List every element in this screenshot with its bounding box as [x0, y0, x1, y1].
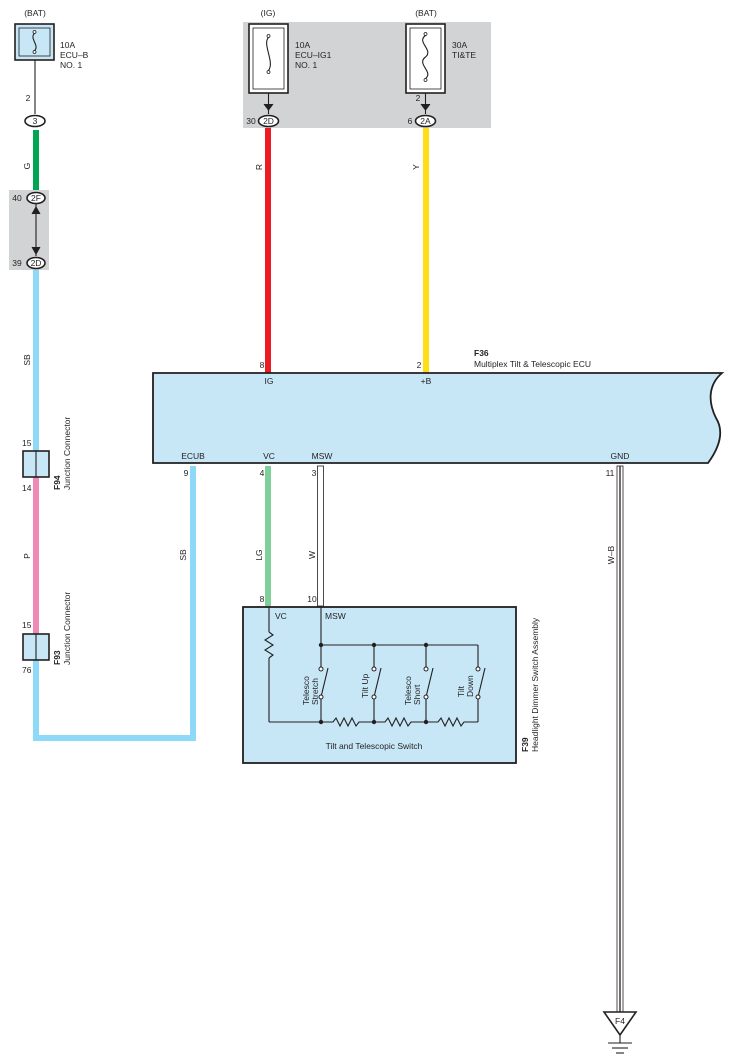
switch-label-3-line1: Telesco: [403, 676, 413, 705]
junction-connector-f94: 15 14 F94 Junction Connector: [22, 417, 72, 493]
pin-bot: 76: [22, 665, 32, 675]
ecu-pin-b-num: 2: [417, 360, 422, 370]
fuse-source: (BAT): [415, 8, 437, 18]
pin-top: 15: [22, 620, 32, 630]
fuse-source: (IG): [261, 8, 276, 18]
junction-name: Junction Connector: [62, 417, 72, 490]
switch-pin-vc-num: 8: [260, 594, 265, 604]
fuse-ecu-ig1: (IG) 10A ECU–IG1 NO. 1 30 2D: [246, 8, 332, 128]
switch-label-2-line1: Tilt Up: [360, 673, 370, 698]
jb-top-conn: 2F: [31, 193, 41, 203]
ground-label: F4: [615, 1016, 625, 1026]
pin-top: 15: [22, 438, 32, 448]
ground-icon: F4: [602, 1011, 638, 1054]
switch-id: F39: [520, 737, 530, 752]
fuse-pin: 2: [26, 93, 31, 103]
junction-connector-f93: 15 76 F93 Junction Connector: [22, 592, 72, 675]
ecu-pin-gnd-num: 11: [606, 468, 615, 478]
wire-label-r: R: [254, 164, 264, 170]
wire-label-sb: SB: [22, 354, 32, 366]
ecu-id: F36: [474, 348, 489, 358]
wire-label-sb2: SB: [178, 549, 188, 561]
wire-label-g: G: [22, 163, 32, 170]
ecu-name: Multiplex Tilt & Telescopic ECU: [474, 359, 591, 369]
fuse-name: TI&TE: [452, 50, 476, 60]
ecu-pin-vc-num: 4: [260, 468, 265, 478]
jb-bot-pin: 39: [12, 258, 22, 268]
fuse-pin-left: 6: [408, 116, 413, 126]
ecu-pin-gnd-label: GND: [611, 451, 630, 461]
jb-top-pin: 40: [12, 193, 22, 203]
fuse-pin: 2: [416, 93, 421, 103]
switch-assembly-f39: F39 Headlight Dimmer Switch Assembly Til…: [242, 594, 540, 764]
fuse-rating: 10A: [60, 40, 75, 50]
switch-title: Tilt and Telescopic Switch: [326, 741, 423, 751]
wire-label-w: W: [307, 551, 317, 559]
switch-label-4-line1: Tilt: [456, 685, 466, 697]
switch-label-3-line2: Short: [412, 684, 422, 705]
ecu-pin-vc-label: VC: [263, 451, 275, 461]
wire-label-wb: W–B: [606, 545, 616, 564]
fuse-tite: (BAT) 30A TI&TE 2 6 2A: [405, 8, 476, 128]
wire-label-p: P: [22, 553, 32, 559]
ecu-pin-ecub-num: 9: [184, 468, 189, 478]
switch-label-4-line2: Down: [465, 675, 475, 697]
switch-pin-msw-label: MSW: [325, 611, 346, 621]
connector-label: 2A: [420, 116, 431, 126]
ecu-pin-msw-label: MSW: [312, 451, 333, 461]
fuse-source: (BAT): [24, 8, 46, 18]
ecu-pin-b-label: +B: [421, 376, 432, 386]
fuse-rating: 30A: [452, 40, 467, 50]
jb-bot-conn: 2D: [31, 258, 42, 268]
ecu-f36: F36 Multiplex Tilt & Telescopic ECU 8 IG…: [152, 348, 725, 478]
junction-block-left: 40 2F 39 2D: [12, 191, 46, 270]
switch-assembly-name: Headlight Dimmer Switch Assembly: [530, 617, 540, 752]
switch-label-1-line2: Stretch: [310, 678, 320, 705]
fuse-rating: 10A: [295, 40, 310, 50]
junction-block-area: [9, 190, 49, 270]
junction-id: F93: [52, 650, 62, 665]
connector-label: 2D: [263, 116, 274, 126]
fuse-pin: 30: [246, 116, 256, 126]
fuse-ecu-b: (BAT) 10A ECU–B NO. 1 2 3: [14, 8, 89, 128]
fuse-name: ECU–IG1: [295, 50, 332, 60]
wire-label-lg: LG: [254, 549, 264, 560]
switch-label-1-line1: Telesco: [301, 676, 311, 705]
ecu-pin-ecub-label: ECUB: [181, 451, 205, 461]
fuse-line3: NO. 1: [60, 60, 82, 70]
junction-name: Junction Connector: [62, 592, 72, 665]
switch-pin-vc-label: VC: [275, 611, 287, 621]
ecu-pin-msw-num: 3: [312, 468, 317, 478]
switch-pin-msw-num: 10: [307, 594, 317, 604]
wire-w[interactable]: [317, 465, 324, 607]
connector-label: 3: [33, 116, 38, 126]
ecu-pin-ig-num: 8: [260, 360, 265, 370]
pin-bot: 14: [22, 483, 32, 493]
fuse-name: ECU–B: [60, 50, 89, 60]
junction-id: F94: [52, 475, 62, 490]
ecu-pin-ig-label: IG: [265, 376, 274, 386]
wire-sb-lower[interactable]: [33, 466, 196, 741]
wire-label-y: Y: [411, 164, 421, 170]
fuse-line3: NO. 1: [295, 60, 317, 70]
